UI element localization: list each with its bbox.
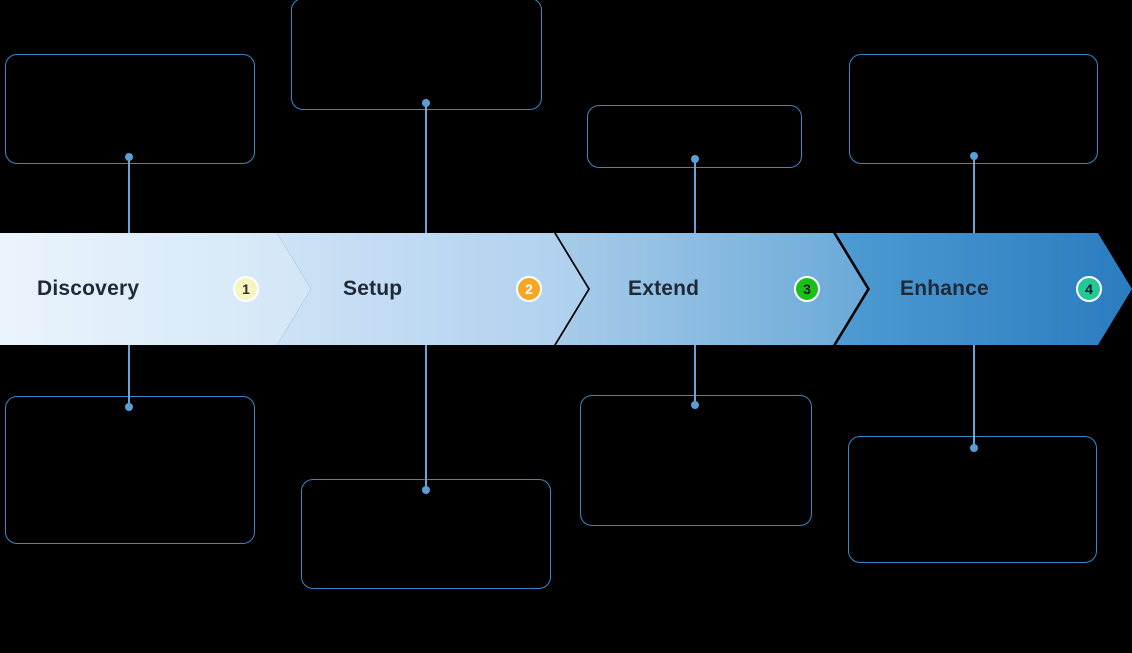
note-box-top-4[interactable] (849, 54, 1098, 164)
stage-badge-3[interactable]: 3 (794, 276, 820, 302)
connector-bottom-2 (425, 331, 427, 490)
chevron-stage-extend[interactable] (556, 233, 867, 345)
chevron-stage-discovery[interactable] (0, 233, 311, 345)
connector-bottom-1 (128, 331, 130, 407)
stage-badge-2[interactable]: 2 (516, 276, 542, 302)
connector-dot-top-1-start (124, 153, 133, 161)
connector-top-1 (128, 157, 130, 247)
connector-dot-bottom-2-end (421, 486, 430, 494)
connector-bottom-3 (694, 331, 696, 405)
connector-bottom-4 (973, 331, 975, 448)
connector-dot-top-2-start (421, 99, 430, 107)
stage-label-discovery: Discovery (37, 277, 140, 300)
note-box-bottom-3[interactable] (580, 395, 812, 526)
note-box-top-1[interactable] (5, 54, 255, 164)
note-box-bottom-2[interactable] (301, 479, 551, 589)
connector-dot-bottom-1-end (124, 403, 133, 411)
connector-top-3 (694, 159, 696, 247)
connector-dot-top-4-start (969, 152, 978, 160)
note-box-bottom-1[interactable] (5, 396, 255, 544)
stage-badge-4[interactable]: 4 (1076, 276, 1102, 302)
connector-dot-top-3-start (690, 155, 699, 163)
stage-label-setup: Setup (343, 277, 403, 300)
stage-badge-1[interactable]: 1 (233, 276, 259, 302)
stage-label-extend: Extend (628, 277, 700, 300)
stage-label-enhance: Enhance (900, 277, 989, 300)
note-box-bottom-4[interactable] (848, 436, 1097, 563)
connector-dot-bottom-3-end (690, 401, 699, 409)
connector-top-2 (425, 103, 427, 247)
connector-top-4 (973, 156, 975, 245)
connector-dot-bottom-4-end (969, 444, 978, 452)
note-box-top-2[interactable] (291, 0, 542, 110)
